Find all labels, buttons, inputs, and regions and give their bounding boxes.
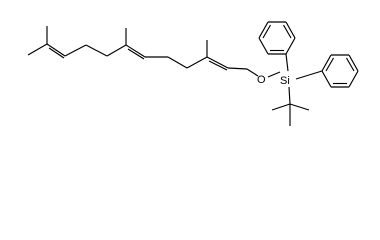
ring2-bond [321, 54, 332, 72]
bond-tbu-methyl-a [271, 103, 291, 111]
ring1-inner-bond [283, 24, 292, 39]
ring1-bond [258, 21, 269, 39]
bond-c10-c11-double [208, 60, 228, 71]
silicon-atom-label: Si [280, 75, 290, 87]
bond-tbu-methyl-b [289, 103, 310, 111]
bond-c10-c11 [206, 56, 229, 69]
bond-c12-o [246, 68, 259, 77]
phenyl-ring-1 [258, 21, 296, 55]
ring2-inner-bond [346, 57, 355, 72]
bond-c11-c12 [227, 67, 248, 70]
farnesyl-chain [27, 26, 259, 77]
bond-c5-c6 [106, 44, 127, 57]
bond-o-si [267, 71, 281, 78]
ring1-bond [258, 37, 269, 55]
silyl-ether [267, 53, 323, 126]
bond-si-phenyl-2 [295, 70, 323, 80]
bond-c6-c7-double [127, 48, 145, 60]
ring1-inner-bond [262, 24, 271, 39]
ring2-bond [348, 54, 359, 72]
oxygen-atom-label: O [257, 74, 266, 86]
ring1-bond [285, 21, 296, 39]
phenyl-ring-2 [321, 54, 359, 88]
structural-formula: O Si [27, 21, 359, 126]
bond-c2-c3 [46, 43, 66, 57]
bond-c4-c5 [85, 44, 108, 57]
bond-c6-c7 [125, 44, 146, 58]
ring2-inner-bond [325, 57, 334, 72]
ring1-bond [285, 37, 296, 55]
bond-c9-c10 [186, 56, 208, 69]
bond-si-phenyl-1 [285, 53, 289, 72]
bond-c8-c9 [167, 56, 188, 69]
bond-c2-c3-double [48, 47, 65, 59]
ring2-bond [348, 70, 359, 88]
bond-c3-c4 [64, 44, 87, 57]
bond-si-tbu [288, 86, 291, 105]
bond-terminal-methyl-a [27, 43, 48, 56]
ring2-bond [321, 70, 332, 88]
